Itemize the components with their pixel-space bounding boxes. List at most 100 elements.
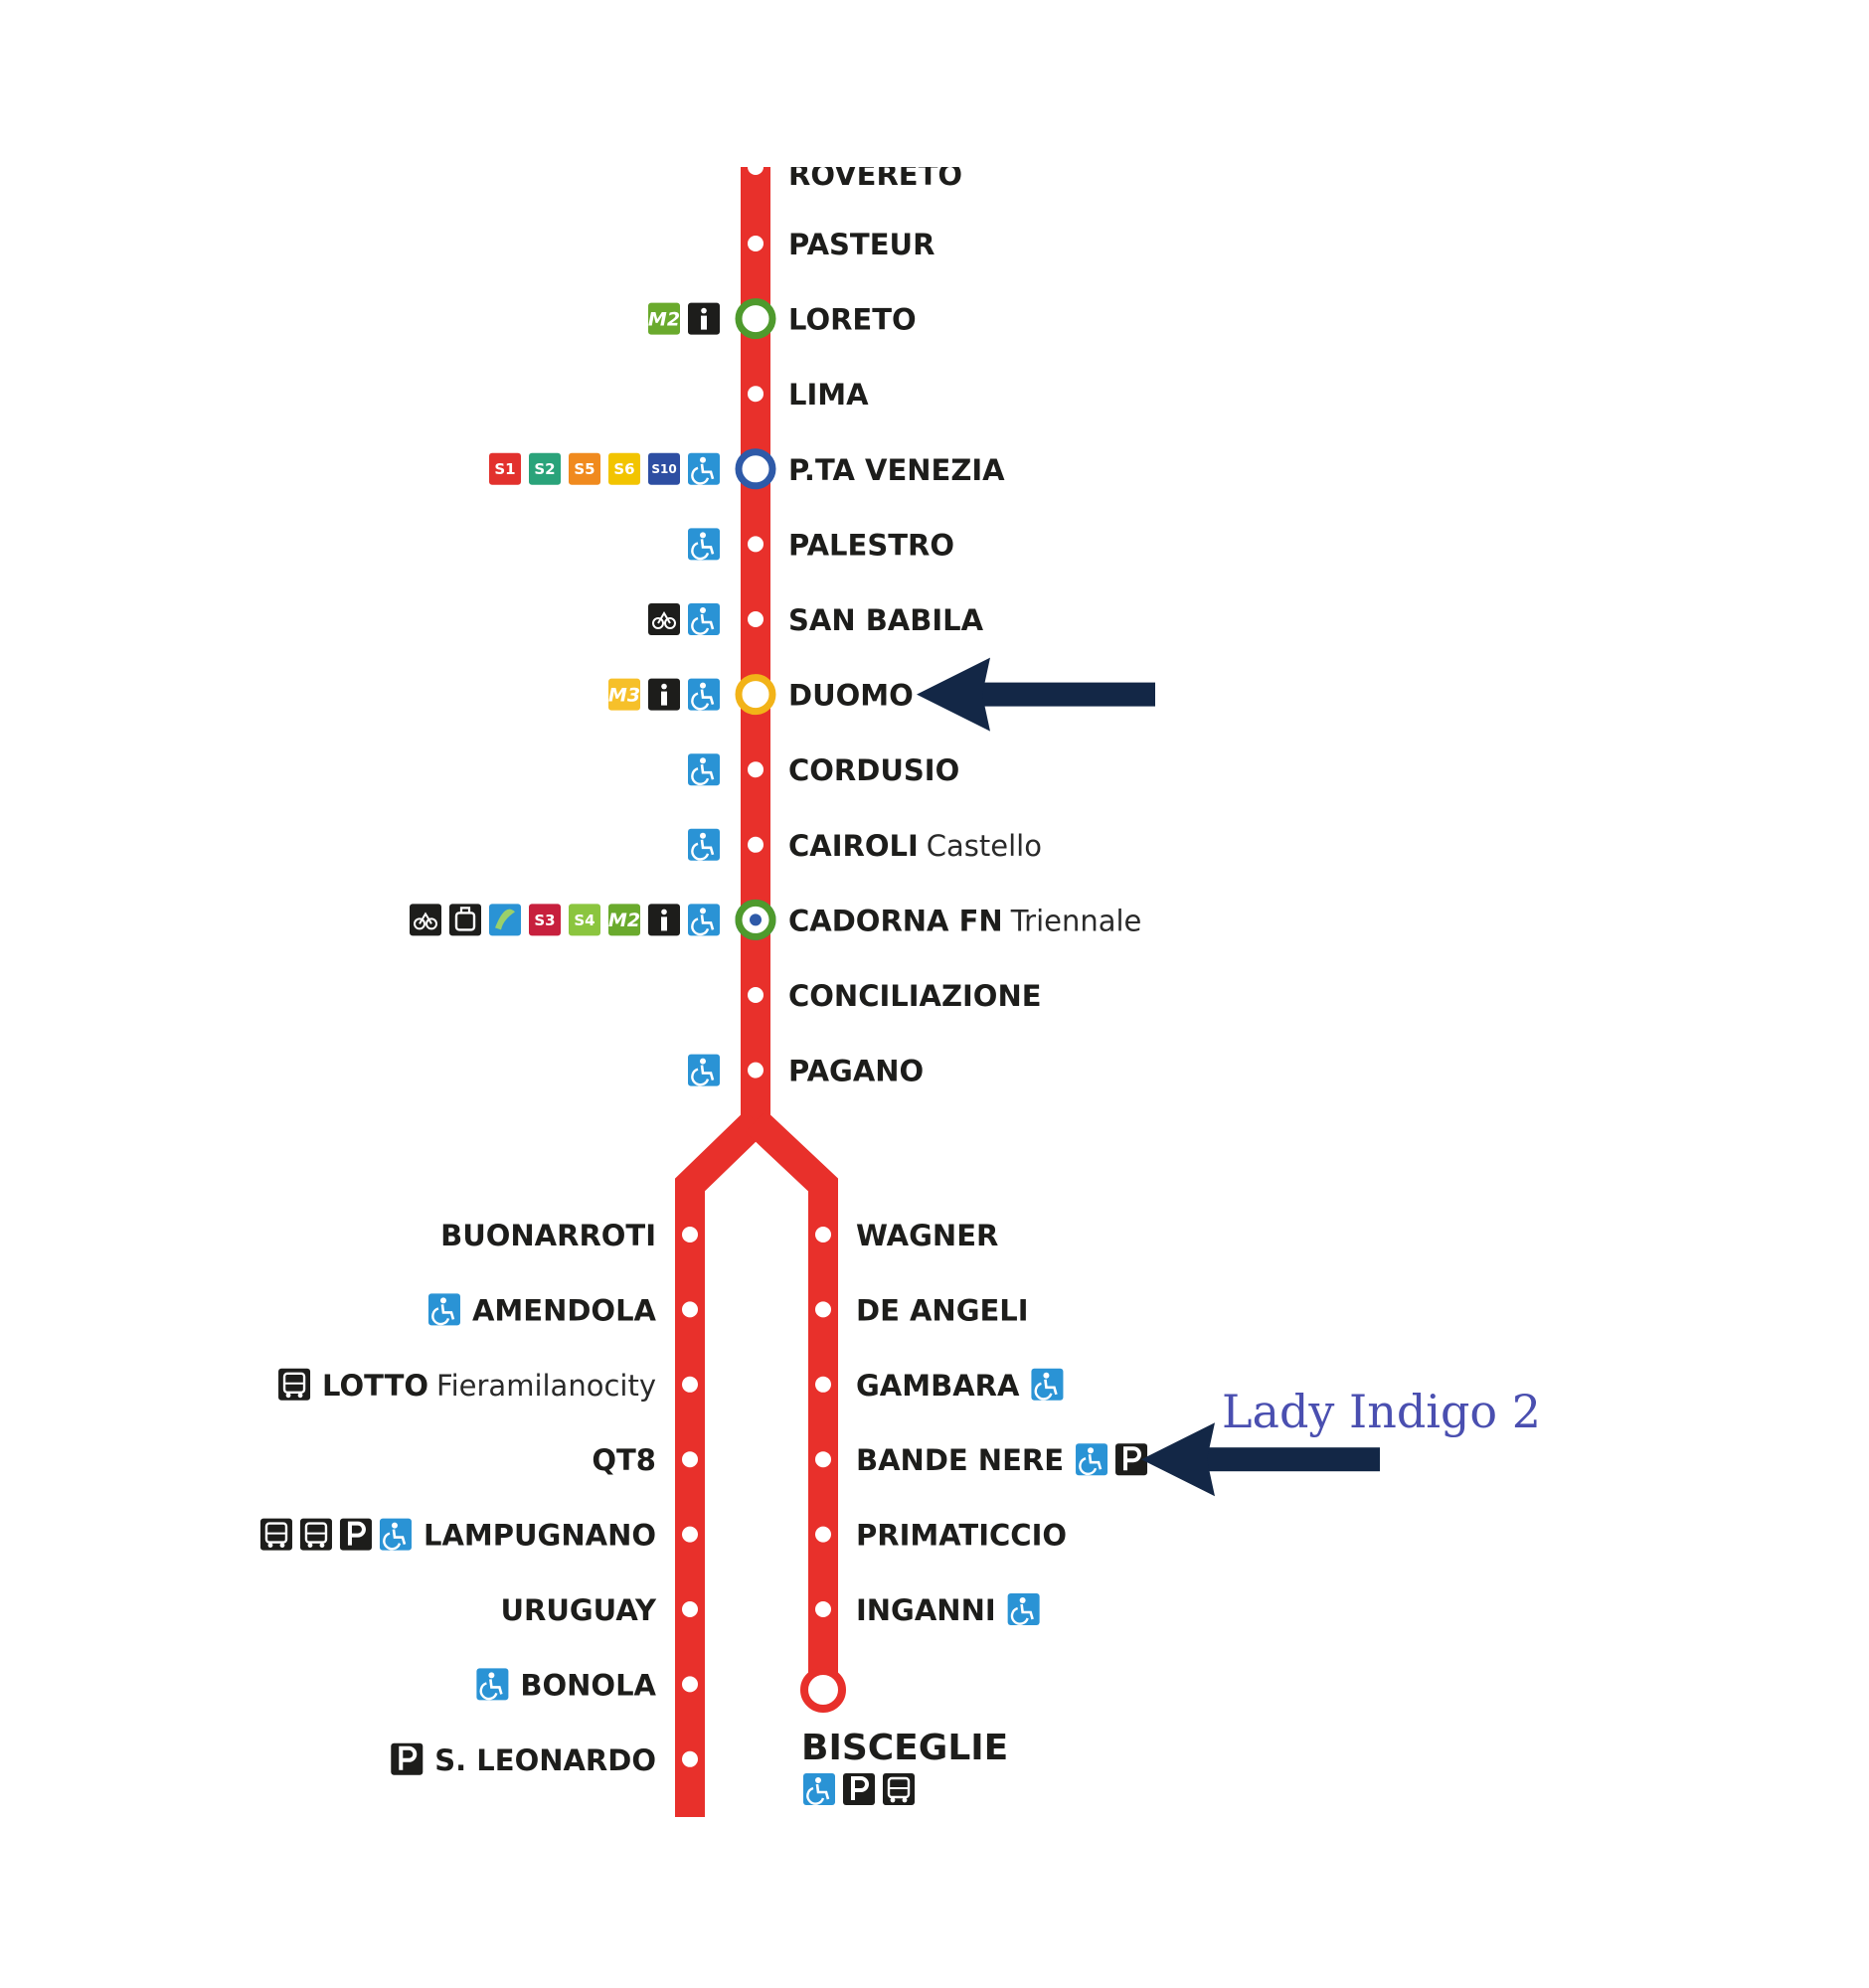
station-marker	[815, 1601, 831, 1617]
branch-line-rho	[675, 1110, 766, 1817]
station-marker	[682, 1301, 698, 1318]
svg-text:S2: S2	[534, 460, 555, 478]
annotation-label: Lady Indigo 2	[1222, 1385, 1541, 1438]
station-label: BANDE NERE	[856, 1443, 1064, 1477]
info-icon	[688, 302, 720, 335]
terminus-marker	[800, 1667, 846, 1713]
station-bande-nere: BANDE NERE	[815, 1443, 1148, 1477]
station-inganni: INGANNI	[815, 1593, 1040, 1627]
station-duomo: DUOMO M3	[608, 674, 914, 716]
parking-icon	[339, 1518, 372, 1551]
station-marker	[748, 1062, 764, 1078]
station-marker	[815, 1227, 831, 1242]
parking-icon	[391, 1742, 424, 1775]
svg-text:S6: S6	[613, 460, 634, 478]
wheelchair-icon	[688, 678, 720, 711]
svg-text:S10: S10	[651, 462, 676, 476]
line-badge-s3: S3	[529, 904, 561, 936]
station-uruguay: URUGUAY	[500, 1593, 698, 1627]
station-san-babila: SAN BABILA	[648, 603, 984, 637]
line-badge-s10: S10	[648, 452, 680, 485]
station-marker	[682, 1676, 698, 1693]
line-badge-s6: S6	[608, 452, 640, 485]
station-marker	[748, 761, 764, 778]
station-qt8: QT8	[592, 1443, 698, 1477]
line-badge-s2: S2	[529, 452, 561, 485]
station-label: PALESTRO	[788, 528, 954, 562]
wheelchair-icon	[688, 1054, 720, 1086]
pointer-arrow-bande-nere	[1141, 1422, 1380, 1497]
station-label: SAN BABILA	[788, 603, 984, 637]
station-label: LAMPUGNANO	[424, 1519, 656, 1553]
wheelchair-icon	[1076, 1443, 1108, 1476]
station-label: BUONARROTI	[440, 1219, 656, 1252]
station-label: INGANNI	[856, 1593, 996, 1627]
wheelchair-icon	[688, 904, 720, 936]
wheelchair-icon	[1031, 1368, 1064, 1401]
svg-text:M3: M3	[608, 684, 640, 706]
bike-icon	[410, 904, 441, 936]
station-marker	[815, 1526, 831, 1543]
station-label: BISCEGLIE	[801, 1728, 1008, 1768]
station-label: URUGUAY	[500, 1593, 657, 1627]
info-icon	[648, 678, 680, 711]
station-conciliazione: CONCILIAZIONE	[748, 979, 1042, 1013]
wheelchair-icon	[688, 753, 720, 786]
station-marker	[815, 1376, 831, 1393]
station-marker	[682, 1526, 698, 1543]
station-primaticcio: PRIMATICCIO	[815, 1519, 1067, 1553]
station-cordusio: CORDUSIO	[688, 753, 959, 787]
wheelchair-icon	[476, 1668, 509, 1701]
station-label: LIMA	[788, 378, 869, 412]
station-label: AMENDOLA	[472, 1293, 657, 1327]
bus-icon	[278, 1368, 311, 1401]
station-label: WAGNER	[856, 1219, 998, 1252]
station-label: CONCILIAZIONE	[788, 979, 1042, 1013]
station-gambara: GAMBARA	[815, 1368, 1064, 1403]
station-label: CORDUSIO	[788, 753, 959, 787]
wheelchair-icon	[688, 603, 720, 635]
station-marker	[815, 1301, 831, 1318]
wheelchair-icon	[379, 1518, 412, 1551]
wheelchair-icon	[688, 828, 720, 861]
bus-icon	[883, 1773, 915, 1805]
station-palestro: PALESTRO	[688, 528, 954, 562]
airport-icon	[489, 904, 521, 936]
svg-text:S3: S3	[534, 911, 555, 929]
station-bonola: BONOLA	[476, 1668, 698, 1702]
station-marker	[682, 1601, 698, 1617]
station-marker	[682, 1451, 698, 1468]
bike-icon	[648, 603, 680, 635]
wheelchair-icon	[1007, 1593, 1040, 1625]
station-rovereto-partial: ROVERETO	[748, 159, 962, 192]
station-marker	[748, 386, 764, 403]
wheelchair-icon	[688, 528, 720, 561]
bus-icon	[259, 1518, 292, 1551]
line-badge-s1: S1	[489, 452, 521, 485]
station-s-leonardo: S. LEONARDO	[391, 1742, 698, 1777]
station-pagano: PAGANO	[688, 1054, 924, 1088]
station-bisceglie-terminus: BISCEGLIE	[800, 1667, 1008, 1805]
station-wagner: WAGNER	[815, 1219, 998, 1252]
station-label: BONOLA	[520, 1668, 656, 1702]
line-badge-m2: M2	[648, 302, 680, 335]
station-label: DE ANGELI	[856, 1293, 1029, 1327]
station-label: DUOMO	[788, 679, 914, 713]
station-marker	[682, 1376, 698, 1393]
station-label: PAGANO	[788, 1055, 924, 1088]
station-lima: LIMA	[748, 378, 869, 412]
coach-icon	[299, 1518, 332, 1551]
branch-line-bisceglie	[745, 1110, 838, 1694]
station-marker	[748, 987, 764, 1003]
station-lampugnano: LAMPUGNANO	[259, 1518, 698, 1553]
svg-text:S4: S4	[574, 911, 595, 929]
station-label: P.TA VENEZIA	[788, 453, 1005, 487]
station-marker	[748, 236, 764, 251]
station-label: PASTEUR	[788, 228, 934, 261]
svg-text:M2: M2	[608, 910, 640, 931]
line-badge-s5: S5	[569, 452, 600, 485]
